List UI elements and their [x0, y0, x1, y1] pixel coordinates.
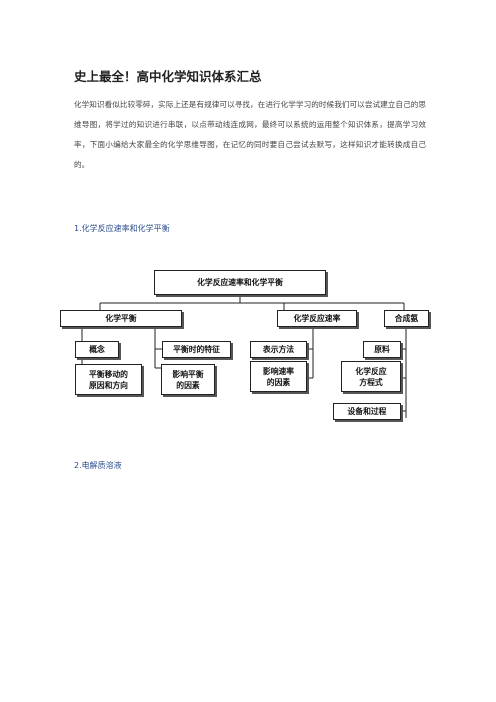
node-rate-factors: 影响速率 的因素	[250, 361, 307, 392]
node-rate: 化学反应速率	[277, 310, 357, 327]
node-reaction-equation: 化学反应 方程式	[341, 361, 401, 392]
section-heading-1: 1.化学反应速率和化学平衡	[74, 224, 170, 233]
mind-map-connectors	[76, 296, 407, 418]
node-concept: 概念	[75, 341, 119, 358]
node-shift-reasons: 平衡移动的 原因和方向	[75, 364, 142, 395]
node-equipment-process: 设备和过程	[333, 403, 401, 420]
intro-paragraph: 化学知识看似比较零碎，实际上还是有规律可以寻找，在进行化学学习的时候我们可以尝试…	[74, 100, 426, 169]
node-equilibrium-factors: 影响平衡 的因素	[161, 364, 215, 395]
mind-map-diagram: 化学反应速率和化学平衡 化学平衡 化学反应速率 合成氨 概念 平衡时的特征 表示…	[60, 260, 429, 430]
node-materials: 原料	[363, 341, 401, 358]
node-ammonia: 合成氨	[384, 310, 429, 327]
page-title: 史上最全！高中化学知识体系汇总	[74, 69, 262, 84]
node-features: 平衡时的特征	[162, 341, 231, 358]
node-expression: 表示方法	[250, 341, 307, 358]
section-heading-2: 2.电解质溶液	[74, 461, 122, 470]
node-root: 化学反应速率和化学平衡	[154, 270, 326, 295]
node-equilibrium: 化学平衡	[60, 310, 182, 327]
